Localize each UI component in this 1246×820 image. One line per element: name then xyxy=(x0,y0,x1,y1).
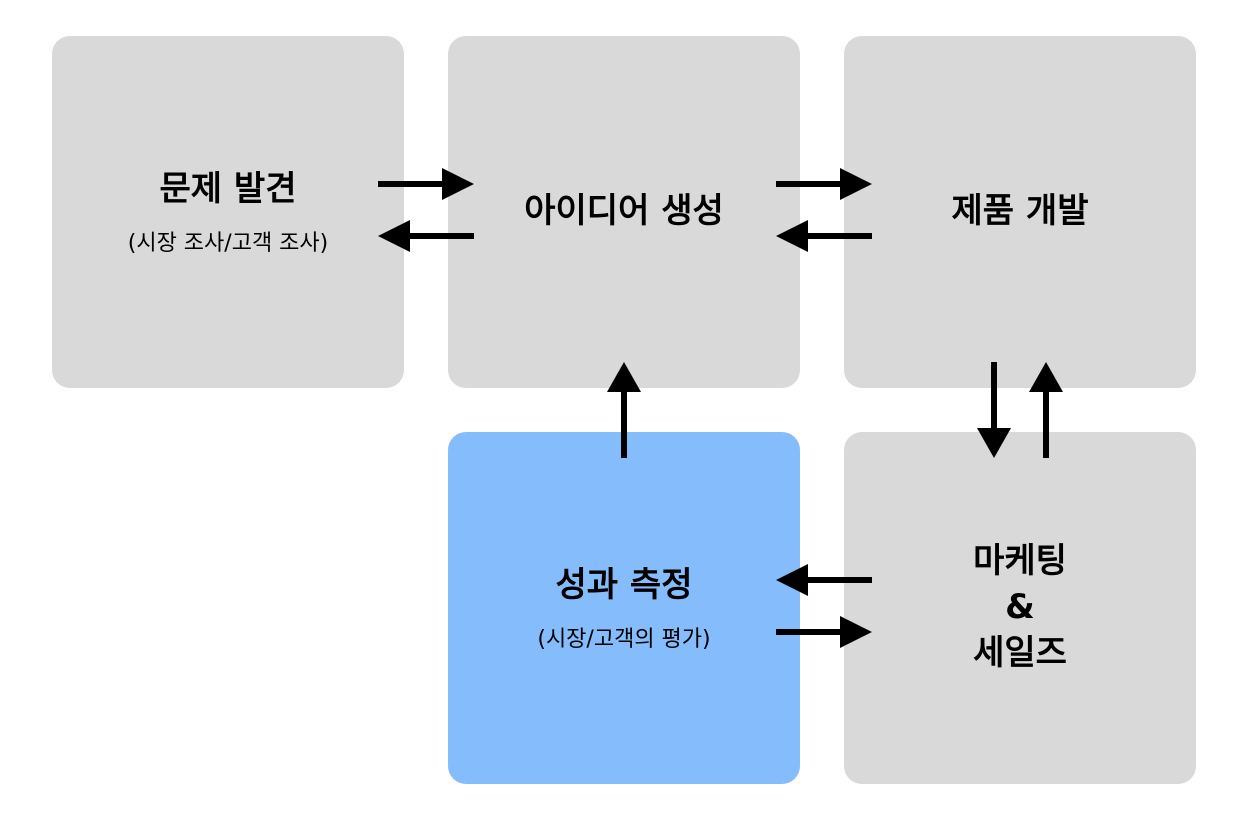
problem-discovery-subtitle: (시장 조사/고객 조사) xyxy=(127,230,329,256)
marketing-sales-box: 마케팅 & 세일즈 xyxy=(844,432,1196,784)
idea-generation-title: 아이디어 생성 xyxy=(524,191,724,232)
performance-measurement-box: 성과 측정 (시장/고객의 평가) xyxy=(448,432,800,784)
marketing-sales-line-1: 마케팅 xyxy=(973,541,1067,582)
marketing-sales-title: 마케팅 & 세일즈 xyxy=(973,539,1067,677)
performance-measurement-subtitle: (시장/고객의 평가) xyxy=(537,626,711,652)
product-development-title: 제품 개발 xyxy=(951,191,1089,232)
product-development-box: 제품 개발 xyxy=(844,36,1196,388)
marketing-sales-line-2: & xyxy=(1005,587,1035,628)
idea-generation-box: 아이디어 생성 xyxy=(448,36,800,388)
performance-measurement-title: 성과 측정 xyxy=(555,565,693,606)
problem-discovery-title: 문제 발견 xyxy=(159,169,297,210)
marketing-sales-line-3: 세일즈 xyxy=(973,632,1067,673)
problem-discovery-box: 문제 발견 (시장 조사/고객 조사) xyxy=(52,36,404,388)
